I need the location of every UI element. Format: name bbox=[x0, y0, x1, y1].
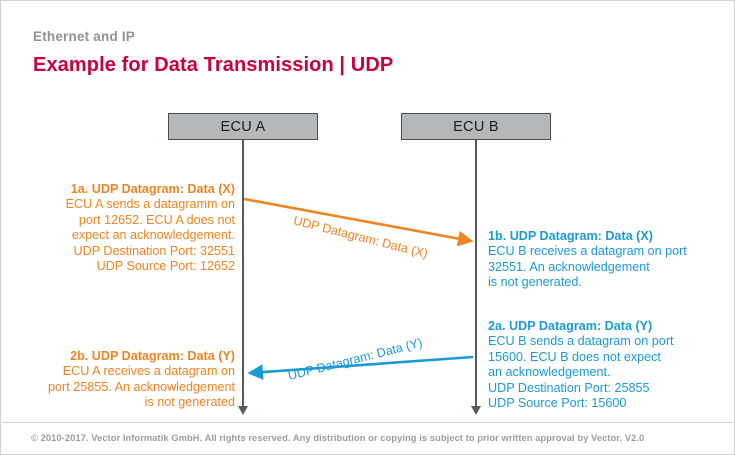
lifeline-ecu-a bbox=[242, 140, 244, 408]
annotation-1a-line-4: UDP Destination Port: 32551 bbox=[73, 243, 235, 258]
annotation-2a-line-3: an acknowledgement. bbox=[488, 365, 611, 380]
lifeline-arrowhead-ecu-b bbox=[471, 406, 481, 415]
annotation-2a-line-4: UDP Destination Port: 25855 bbox=[488, 380, 650, 395]
slide-eyebrow: Ethernet and IP bbox=[33, 29, 136, 44]
annotation-2a-line-1: ECU B sends a datagram on port bbox=[488, 334, 674, 349]
lifeline-ecu-b bbox=[475, 140, 477, 408]
node-ecu-b: ECU B bbox=[401, 113, 551, 140]
annotation-2b: 2b. UDP Datagram: Data (Y) ECU A receive… bbox=[23, 349, 235, 411]
annotation-2b-line-1: ECU A receives a datagram on bbox=[62, 364, 235, 379]
annotation-1b-title: 1b. UDP Datagram: Data (X) bbox=[488, 229, 653, 243]
message-label-data-y: UDP Datagram: Data (Y) bbox=[286, 335, 424, 383]
footer-divider bbox=[2, 422, 733, 423]
node-ecu-a: ECU A bbox=[168, 113, 318, 140]
annotation-1a: 1a. UDP Datagram: Data (X) ECU A sends a… bbox=[23, 182, 235, 274]
annotation-1b-line-3: is not generated. bbox=[488, 275, 582, 290]
annotation-2a-title: 2a. UDP Datagram: Data (Y) bbox=[488, 319, 653, 333]
annotation-1a-line-3: expect an acknowledgement. bbox=[71, 228, 235, 243]
node-ecu-a-label: ECU A bbox=[220, 118, 266, 135]
annotation-2a-line-5: UDP Source Port: 15600 bbox=[488, 396, 627, 411]
annotation-2b-title: 2b. UDP Datagram: Data (Y) bbox=[70, 349, 235, 363]
annotation-1a-line-5: UDP Source Port: 12652 bbox=[96, 259, 235, 274]
annotation-1b-line-1: ECU B receives a datagram on port bbox=[488, 244, 687, 259]
annotation-2b-line-3: is not generated bbox=[144, 395, 235, 410]
annotation-1b: 1b. UDP Datagram: Data (X) ECU B receive… bbox=[488, 229, 713, 291]
annotation-1b-line-2: 32551. An acknowledgement bbox=[488, 259, 650, 274]
annotation-1a-line-1: ECU A sends a datagramm on bbox=[65, 197, 235, 212]
annotation-1a-title: 1a. UDP Datagram: Data (X) bbox=[70, 182, 235, 196]
footer-copyright: © 2010-2017. Vector Informatik GmbH. All… bbox=[31, 432, 645, 443]
message-label-data-x: UDP Datagram: Data (X) bbox=[292, 213, 430, 261]
annotation-2a: 2a. UDP Datagram: Data (Y) ECU B sends a… bbox=[488, 319, 713, 411]
lifeline-arrowhead-ecu-a bbox=[238, 406, 248, 415]
node-ecu-b-label: ECU B bbox=[453, 118, 499, 135]
page-title: Example for Data Transmission | UDP bbox=[33, 54, 394, 76]
annotation-1a-line-2: port 12652. ECU A does not bbox=[78, 212, 235, 227]
annotation-2b-line-2: port 25855. An acknowledgement bbox=[48, 379, 235, 394]
annotation-2a-line-2: 15600. ECU B does not expect bbox=[488, 349, 661, 364]
